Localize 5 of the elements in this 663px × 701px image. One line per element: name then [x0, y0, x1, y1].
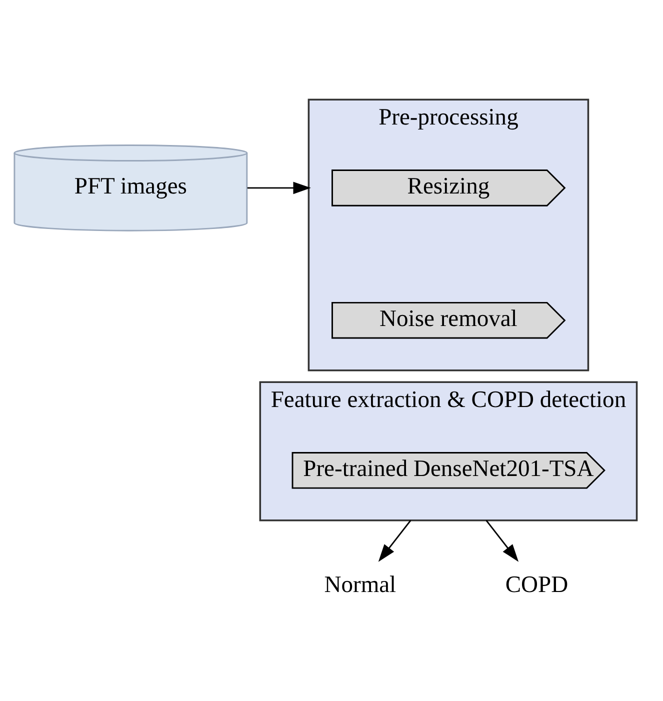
arrow: [247, 182, 311, 194]
arrow: [486, 520, 519, 562]
arrow: [378, 520, 412, 562]
node-text: COPD: [505, 572, 568, 598]
node-text: Normal: [324, 572, 396, 598]
